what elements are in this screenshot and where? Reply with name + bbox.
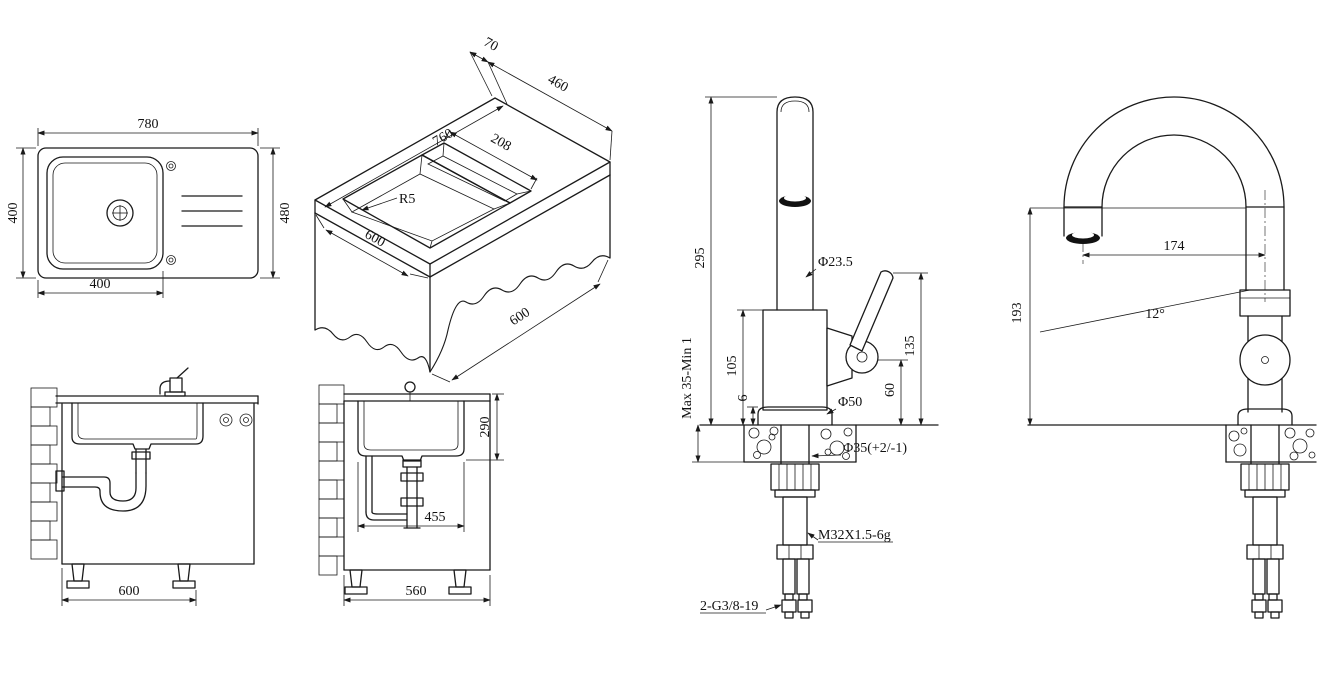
spout-riser <box>776 96 814 311</box>
angle-12-label: 12° <box>1145 307 1165 322</box>
dim-60-label: 60 <box>883 383 898 397</box>
dim-290-label: 290 <box>478 417 493 438</box>
dim-105-label: 105 <box>725 356 740 377</box>
bowl-outline <box>46 156 164 270</box>
radius-r5-label: R5 <box>399 192 415 207</box>
mounting-hardware <box>1240 424 1290 619</box>
cabinet-feet <box>344 569 472 595</box>
dim-400-bottom-label: 400 <box>90 277 111 292</box>
dia-35-label: Φ35(+2/-1) <box>843 441 907 456</box>
dim-480-label: 480 <box>278 203 293 224</box>
dim-135-label: 135 <box>903 336 918 357</box>
sink-bowl-section <box>357 400 465 462</box>
dim-455-label: 455 <box>425 510 446 525</box>
faucet-side-body <box>1063 96 1293 426</box>
counter-section <box>699 424 939 463</box>
kitchen-tap <box>159 367 189 397</box>
swivel-ball <box>1239 334 1291 386</box>
cabinet-feet <box>66 563 196 589</box>
cabinet-box <box>61 403 255 565</box>
dim-174-label: 174 <box>1164 239 1185 254</box>
iso-dimensions: 70 460 760 208 R5 600 600 <box>315 35 613 383</box>
dim-mount-range-label: Max 35-Min 1 <box>680 337 695 419</box>
faucet-body <box>757 96 894 426</box>
faucet-side-dimensions: 174 12° 193 <box>1010 190 1266 426</box>
mounting-hardware <box>770 424 820 619</box>
hose-spec-label: 2-G3/8-19 <box>700 599 758 614</box>
dia-50-label: Φ50 <box>838 395 862 410</box>
handle-lever <box>849 270 894 352</box>
dim-600-cabinet-label: 600 <box>119 584 140 599</box>
counter-section <box>1027 424 1317 463</box>
dim-70-label: 70 <box>481 35 501 55</box>
dim-295-label: 295 <box>693 248 708 269</box>
drain-plumbing <box>365 455 424 529</box>
plan-view: 780 400 480 400 <box>6 117 293 298</box>
countertop <box>55 395 259 405</box>
iso-view: 70 460 760 208 R5 600 600 <box>314 35 613 383</box>
gooseneck-spout <box>1063 96 1285 208</box>
side-section-dimensions: 290 455 560 <box>343 393 504 606</box>
cartridge-housing <box>826 327 853 387</box>
drain-trap <box>55 448 151 512</box>
front-section-dimensions: 600 <box>61 568 197 606</box>
installation-front-section: 600 <box>30 367 259 606</box>
dim-560-label: 560 <box>406 584 427 599</box>
brick-wall <box>30 387 58 560</box>
faucet-side-view: 174 12° 193 <box>1010 96 1317 619</box>
plan-dimensions: 780 400 480 400 <box>6 117 293 298</box>
drain <box>106 199 134 227</box>
dia-23-5-label: Φ23.5 <box>818 255 853 270</box>
countertop <box>343 393 491 402</box>
installation-side-section: 290 455 560 <box>318 381 504 606</box>
thread-spec-label: M32X1.5-6g <box>818 528 891 543</box>
base-flange <box>1237 408 1293 426</box>
tap-holes <box>166 161 176 265</box>
sink-bowl-section <box>71 402 204 450</box>
dim-780-label: 780 <box>138 117 159 132</box>
granite-pebbles <box>1228 427 1316 461</box>
dim-193-label: 193 <box>1010 303 1025 324</box>
faucet-front-dimensions: 295 105 Max 35-Min 1 6 Φ23.5 135 60 Φ50 … <box>680 96 928 614</box>
dim-6-label: 6 <box>736 395 751 402</box>
drainboard-grooves <box>181 195 243 227</box>
dim-400-left-label: 400 <box>6 203 21 224</box>
bowl-inner-edge <box>52 162 158 264</box>
popup-drain-knob <box>404 381 416 401</box>
sink-outline <box>37 147 259 279</box>
faucet-front-view: 295 105 Max 35-Min 1 6 Φ23.5 135 60 Φ50 … <box>680 96 939 619</box>
